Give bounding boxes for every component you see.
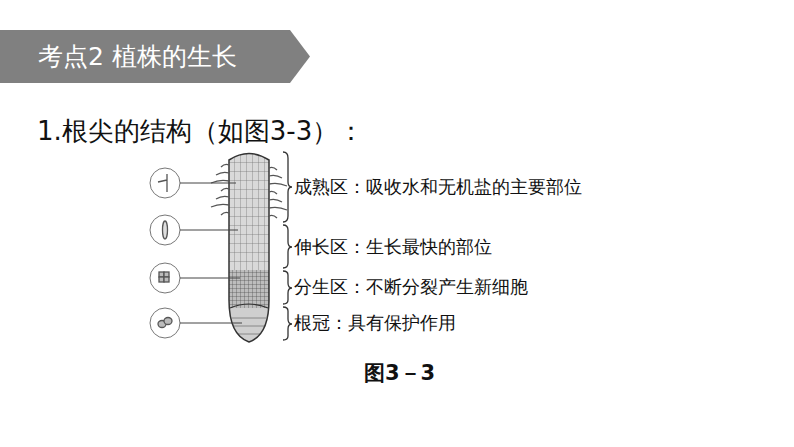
region-label: 根冠：具有保护作用 bbox=[294, 311, 456, 335]
heading-banner: 考点2 植株的生长 bbox=[0, 30, 310, 83]
section-heading: 1.根尖的结构（如图3-3）： bbox=[37, 114, 364, 149]
cell-icons bbox=[158, 174, 172, 328]
region-label: 分生区：不断分裂产生新细胞 bbox=[294, 275, 528, 299]
root-hairs bbox=[211, 164, 287, 218]
leader-lines bbox=[180, 183, 242, 323]
figure-caption: 图3－3 bbox=[364, 359, 435, 387]
cell-circles bbox=[150, 168, 180, 338]
root-outline bbox=[229, 154, 269, 343]
region-label: 伸长区：生长最快的部位 bbox=[294, 235, 492, 259]
braces bbox=[283, 152, 292, 340]
root-body bbox=[225, 145, 275, 348]
heading-text: 考点2 植株的生长 bbox=[38, 40, 237, 73]
region-label: 成熟区：吸收水和无机盐的主要部位 bbox=[294, 175, 582, 199]
